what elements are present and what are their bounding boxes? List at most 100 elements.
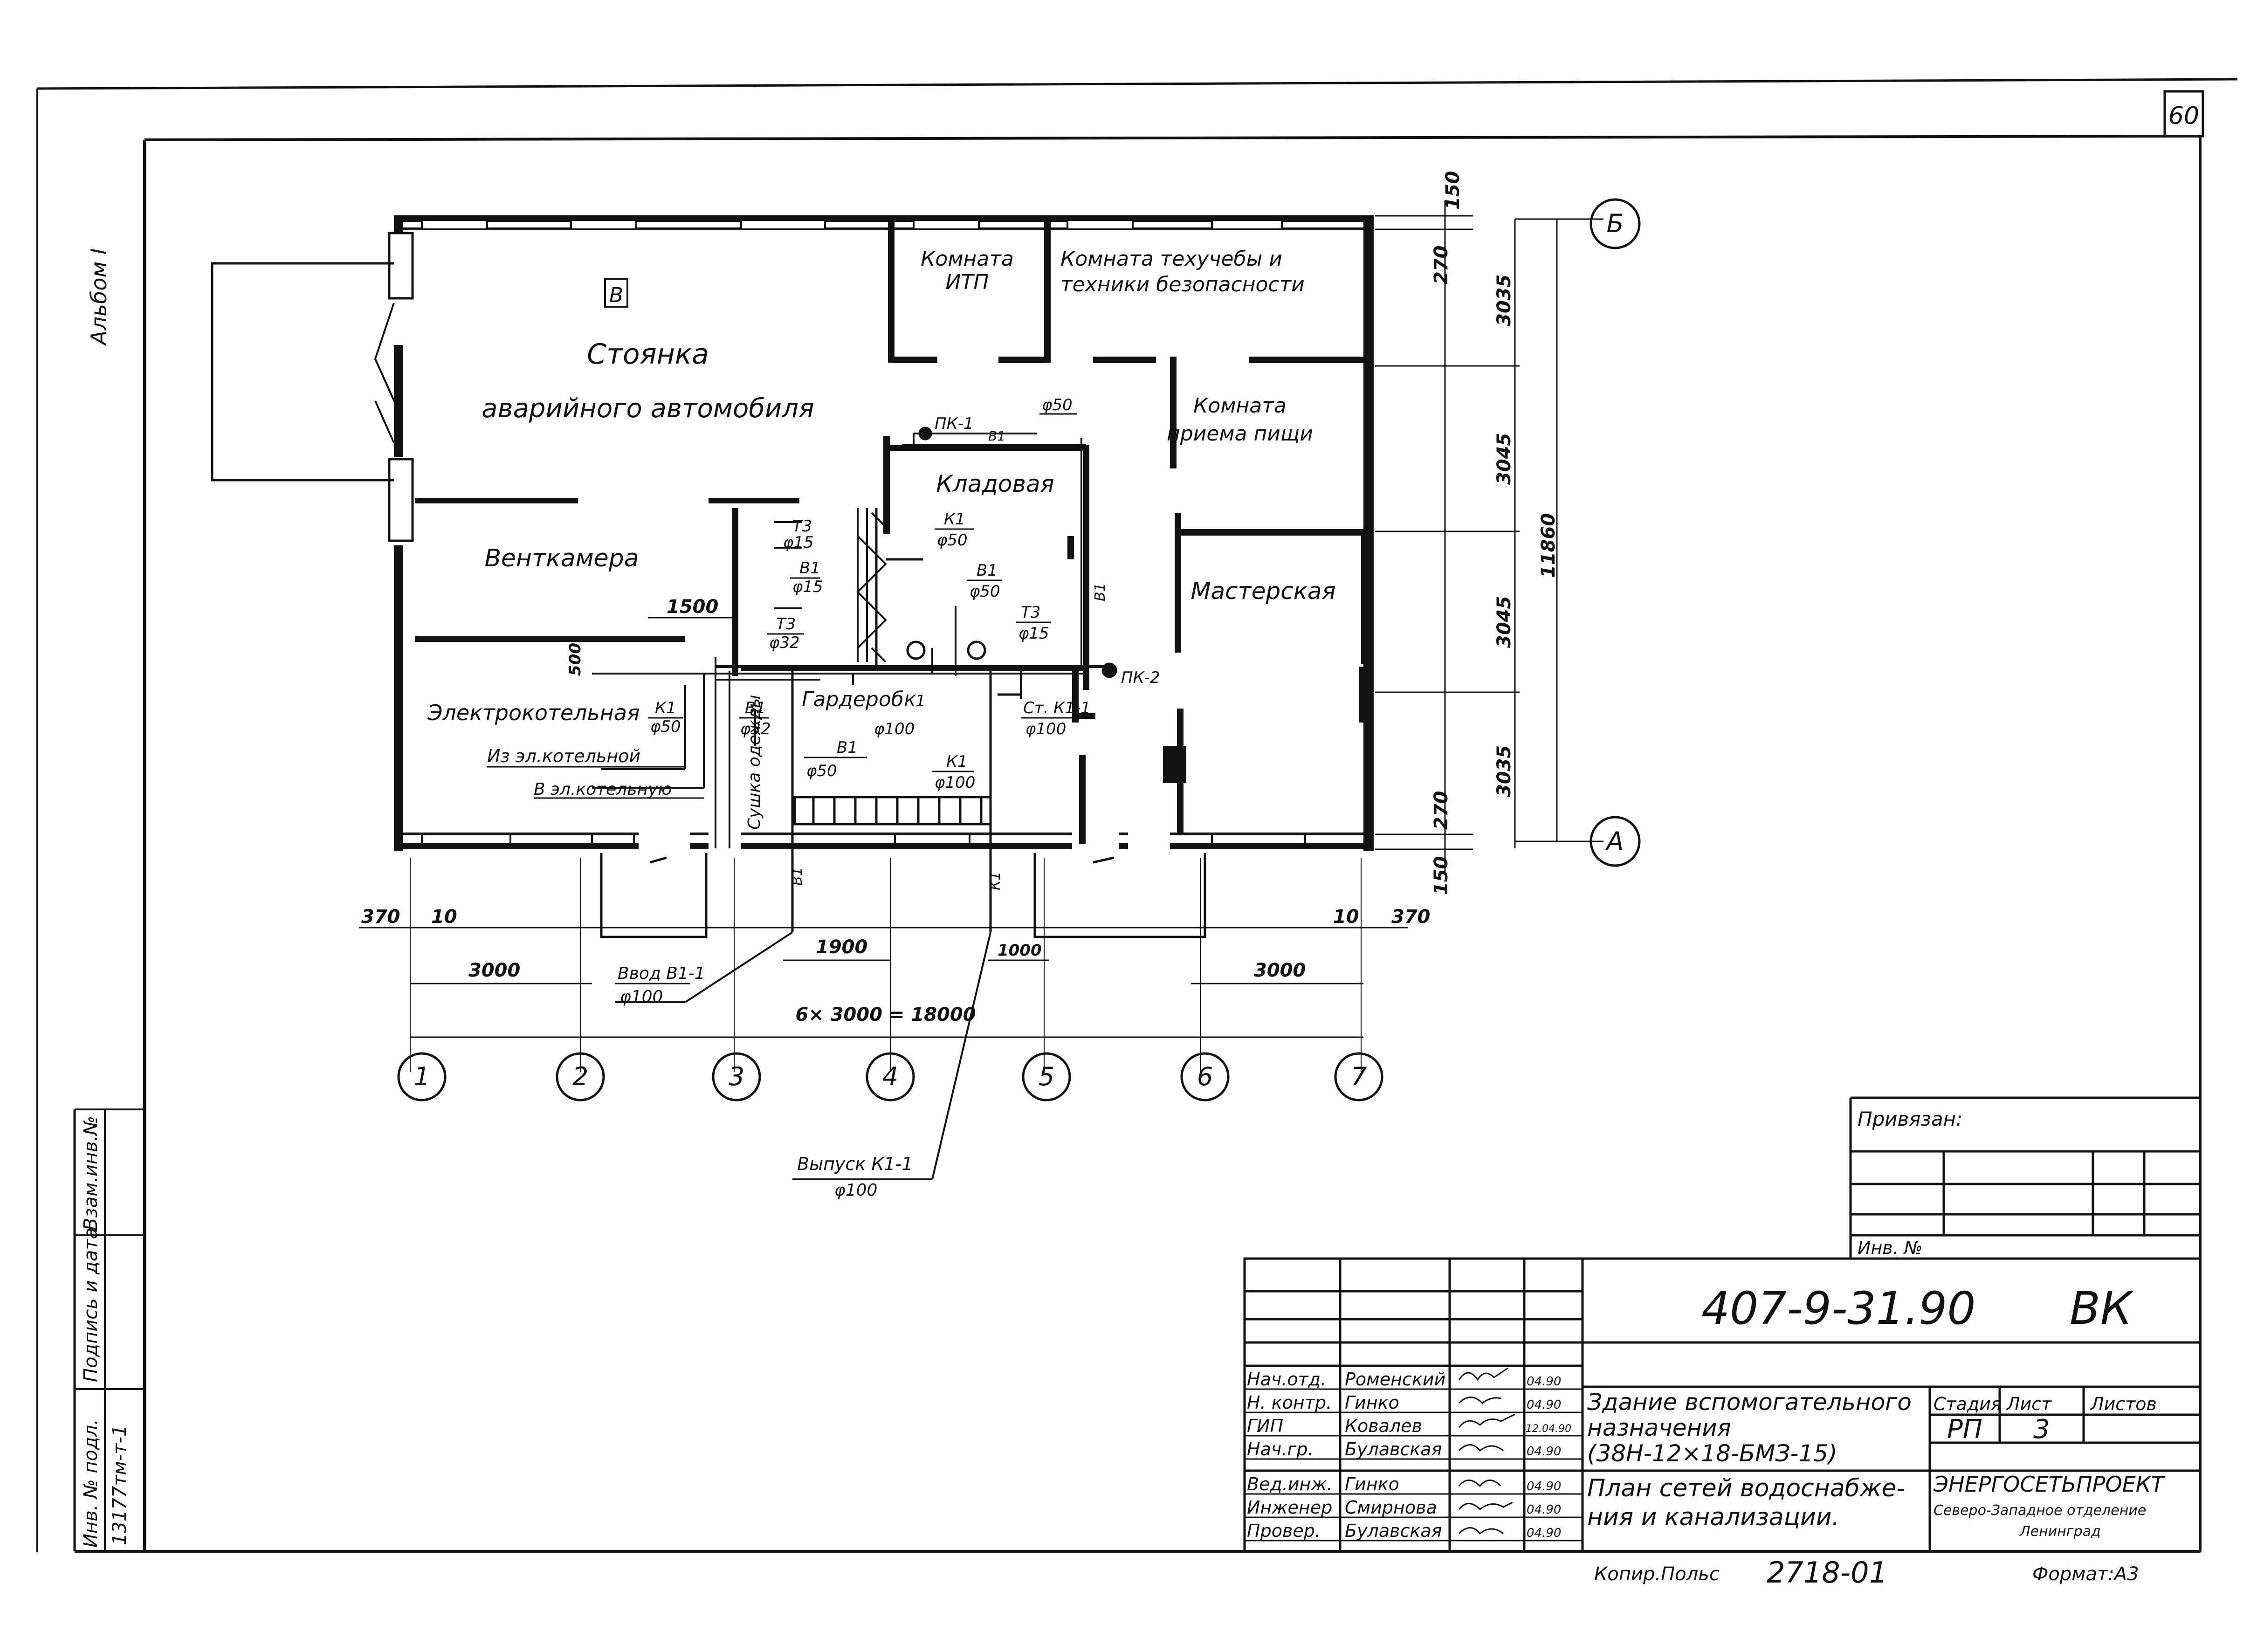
svg-text:3: 3: [729, 1062, 744, 1091]
dimension-labels: 150 270 3035 3045 3045 3035 270 150 1186…: [361, 171, 1559, 1026]
room-boiler: Электрокотельная: [427, 700, 640, 725]
dim-3000-left: 3000: [468, 960, 520, 981]
d50-boiler-label: φ50: [650, 717, 681, 736]
dim-270-top: 270: [1431, 246, 1452, 285]
album-label: Альбом I: [86, 248, 111, 346]
dim-3035-bottom: 3035: [1493, 745, 1515, 797]
room-food-line2: приема пищи: [1167, 422, 1313, 446]
sig-name-3: Булавская: [1345, 1439, 1442, 1459]
d32-a-label: φ32: [769, 633, 800, 652]
t3-b-label: Т3: [1021, 603, 1040, 622]
axis-bubble-5: 5: [1022, 1052, 1071, 1101]
room-itp-line1: Комната: [921, 247, 1014, 271]
b1-riser-label: В1: [1092, 583, 1108, 601]
from-boiler-label: Из эл.котельной: [487, 746, 640, 766]
sig-name-2: Ковалев: [1345, 1416, 1422, 1436]
sig-name-6: Булавская: [1345, 1521, 1442, 1541]
dim-3045-b: 3045: [1493, 596, 1515, 648]
svg-text:2: 2: [572, 1062, 588, 1091]
riser-k1-label: Ст. К1-1: [1023, 699, 1091, 717]
project-line-3: (38Н-12×18-БМЗ-15): [1587, 1440, 1837, 1467]
sig-name-1: Гинко: [1345, 1392, 1399, 1413]
b1-c-label: В1: [745, 699, 766, 717]
d100-d-label: φ100: [935, 773, 975, 792]
room-safety-line1: Комната техучебы и: [1060, 247, 1282, 271]
dim-370-right: 370: [1391, 906, 1431, 928]
svg-text:5: 5: [1039, 1062, 1054, 1091]
sig-role-4: Вед.инж.: [1247, 1474, 1333, 1494]
grid-axis-bubbles: 1 2 3 4 5 6 7 Б А: [397, 198, 1641, 1101]
k1-boiler-label: К1: [655, 699, 676, 717]
signature-marks: [1458, 1367, 1515, 1535]
sheet-header: Лист: [2006, 1394, 2052, 1414]
room-safety-line2: техники безопасности: [1060, 273, 1305, 296]
side-stamp-inv-orig: Инв. № подл.: [80, 1419, 102, 1548]
org-branch: Северо-Западное отделение: [1934, 1502, 2146, 1519]
svg-text:А: А: [1605, 826, 1624, 856]
t3-c-label: Т3: [776, 615, 796, 633]
outlet-k1-label: Выпуск К1-1: [797, 1154, 913, 1174]
stage-header: Стадия: [1934, 1394, 2002, 1414]
dimension-lines: [359, 200, 1603, 1038]
d100-wardrobe-label: φ100: [874, 720, 915, 738]
vestibules: [600, 853, 1206, 938]
pipe-labels: ПК-1 В1 φ50 ПК-2 Т3 φ15 В1 φ15 К1 φ50 В1…: [487, 396, 1160, 1200]
binding-table: Привязан: Инв. №: [1849, 1096, 2200, 1259]
copy-number: 2718-01: [1767, 1556, 1887, 1590]
side-stamp-replaced: Взам.инв.№: [80, 1116, 102, 1231]
axis-bubble-2: 2: [556, 1052, 605, 1101]
sheet-number-box: 60: [2163, 90, 2204, 138]
outlet-d100-label: φ100: [834, 1181, 877, 1200]
k1-axis-label: К1: [987, 872, 1004, 890]
sig-role-5: Инженер: [1247, 1497, 1332, 1518]
d32-b-label: φ32: [740, 720, 771, 738]
t3-a-label: Т3: [792, 517, 812, 536]
category-b-label: В: [609, 283, 623, 307]
svg-text:Б: Б: [1606, 209, 1624, 238]
b1-top-label: В1: [988, 428, 1005, 444]
drying-cabinet: [793, 796, 992, 826]
k1-d-label: К1: [946, 752, 968, 771]
dim-150-bottom: 150: [1431, 856, 1452, 895]
sig-role-3: Нач.гр.: [1247, 1439, 1314, 1459]
axis-bubble-7: 7: [1334, 1052, 1383, 1101]
side-stamp-inv-value: 13177тм-т-1: [109, 1425, 131, 1545]
sheets-header: Листов: [2090, 1394, 2157, 1414]
project-line-2: назначения: [1587, 1414, 1731, 1441]
binding-inv: Инв. №: [1858, 1238, 1922, 1258]
room-storage: Кладовая: [936, 470, 1054, 497]
axis-bubble-a: А: [1590, 816, 1641, 867]
sig-name-0: Роменский: [1345, 1369, 1445, 1390]
room-parking-line2: аварийного автомобиля: [482, 393, 814, 424]
stage-value: РП: [1947, 1414, 1982, 1445]
b1-axis-label: В1: [789, 867, 805, 886]
room-wardrobe: Гардероб: [802, 688, 904, 711]
dim-1000: 1000: [998, 941, 1042, 960]
side-stamp-sign-date: Подпись и дата: [80, 1228, 102, 1382]
sig-role-0: Нач.отд.: [1247, 1369, 1326, 1390]
input-b1-label: Ввод В1-1: [618, 964, 705, 983]
sig-date-2: 12.04.90: [1526, 1423, 1571, 1435]
sig-name-4: Гинко: [1345, 1474, 1399, 1494]
sig-date-3: 04.90: [1527, 1445, 1561, 1459]
dim-500: 500: [566, 643, 585, 676]
dim-10-right: 10: [1333, 906, 1359, 928]
dim-270-bottom: 270: [1431, 791, 1452, 830]
sig-role-2: ГИП: [1247, 1416, 1283, 1436]
svg-text:7: 7: [1351, 1062, 1367, 1091]
k1-a-label: К1: [944, 510, 965, 529]
svg-text:4: 4: [882, 1062, 898, 1091]
org-city: Ленинград: [2019, 1523, 2101, 1540]
riser-d100-label: φ100: [1025, 720, 1066, 738]
dim-total: 6× 3000 = 18000: [795, 1004, 976, 1026]
d50-b-label: φ50: [970, 582, 1000, 601]
room-parking-line1: Стоянка: [587, 338, 709, 371]
b1-d-label: В1: [837, 738, 858, 757]
side-stamp: Взам.инв.№ Подпись и дата Инв. № подл. 1…: [73, 1108, 145, 1551]
sheet-title-line-1: План сетей водоснабже-: [1587, 1474, 1905, 1502]
dim-10-left: 10: [431, 906, 457, 928]
d15-c-label: φ15: [1018, 624, 1049, 643]
sig-date-6: 04.90: [1527, 1526, 1561, 1540]
binding-label: Привязан:: [1858, 1108, 1962, 1130]
